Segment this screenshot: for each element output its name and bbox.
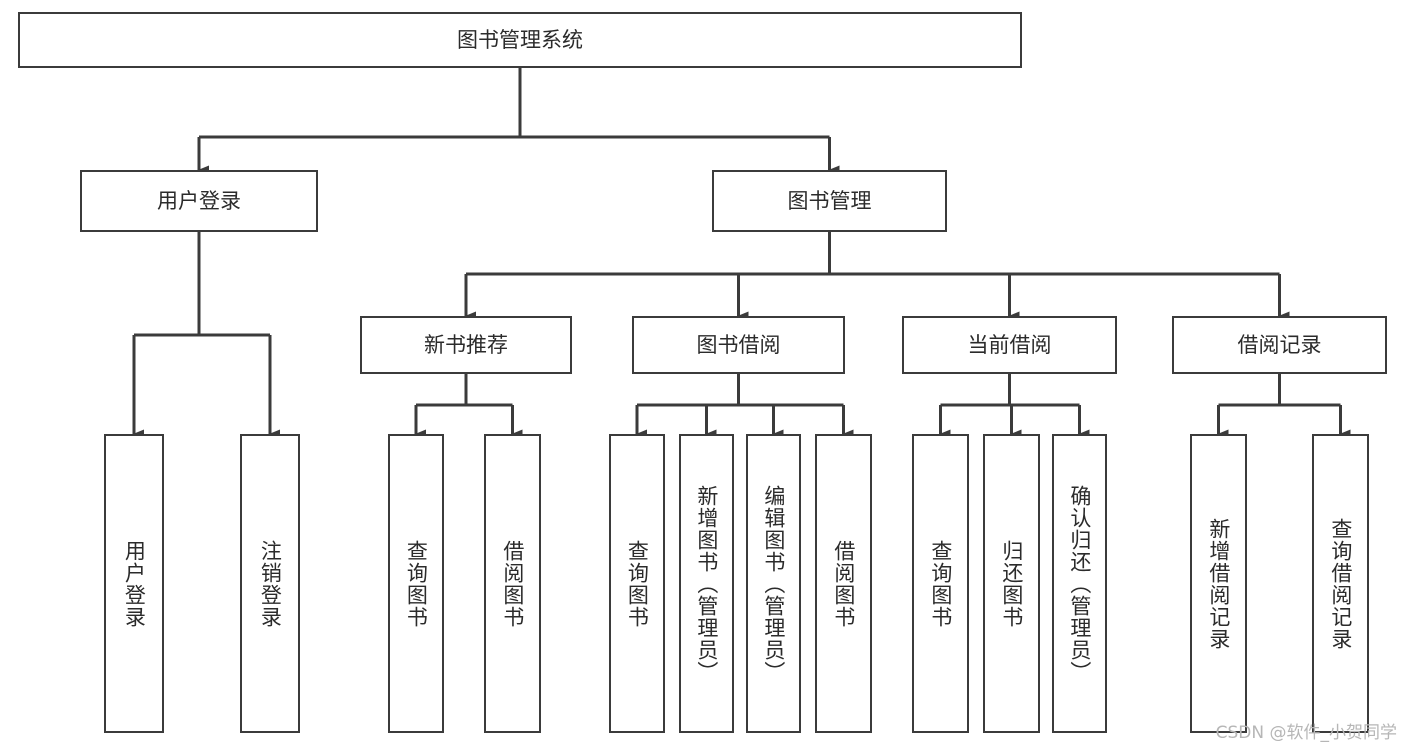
node-user-login[interactable]: 用户登录 — [80, 170, 318, 232]
leaf-confirm-return-admin[interactable]: 确认归还（管理员） — [1052, 434, 1107, 733]
node-root-system[interactable]: 图书管理系统 — [18, 12, 1022, 68]
leaf-query-borrow-record[interactable]: 查询借阅记录 — [1312, 434, 1369, 733]
node-label: 用户登录 — [122, 539, 147, 628]
node-label: 查询图书 — [625, 539, 650, 628]
node-label: 查询图书 — [404, 539, 429, 628]
node-book-management[interactable]: 图书管理 — [712, 170, 947, 232]
leaf-add-book-admin[interactable]: 新增图书（管理员） — [679, 434, 734, 733]
leaf-query-book-borrow[interactable]: 查询图书 — [609, 434, 665, 733]
node-label: 查询图书 — [928, 539, 953, 628]
node-label: 当前借阅 — [967, 332, 1052, 357]
leaf-add-borrow-record[interactable]: 新增借阅记录 — [1190, 434, 1247, 733]
node-label: 新增图书（管理员） — [694, 484, 719, 683]
node-label: 归还图书 — [999, 539, 1024, 628]
node-label: 注销登录 — [258, 539, 283, 628]
node-label: 用户登录 — [157, 188, 241, 213]
node-label: 借阅图书 — [831, 539, 856, 628]
node-new-book-recommend[interactable]: 新书推荐 — [360, 316, 572, 374]
node-label: 图书借阅 — [696, 332, 781, 357]
leaf-return-book[interactable]: 归还图书 — [983, 434, 1040, 733]
node-book-borrow[interactable]: 图书借阅 — [632, 316, 845, 374]
node-label: 编辑图书（管理员） — [761, 484, 786, 683]
node-borrow-record[interactable]: 借阅记录 — [1172, 316, 1387, 374]
leaf-borrow-book-recommend[interactable]: 借阅图书 — [484, 434, 541, 733]
leaf-query-book-recommend[interactable]: 查询图书 — [388, 434, 444, 733]
leaf-edit-book-admin[interactable]: 编辑图书（管理员） — [746, 434, 801, 733]
connector-lines — [132, 68, 1351, 439]
node-current-borrow[interactable]: 当前借阅 — [902, 316, 1117, 374]
leaf-logout-login[interactable]: 注销登录 — [240, 434, 300, 733]
leaf-query-book-current[interactable]: 查询图书 — [912, 434, 969, 733]
node-label: 借阅图书 — [500, 539, 525, 628]
node-label: 确认归还（管理员） — [1067, 484, 1092, 683]
leaf-user-login[interactable]: 用户登录 — [104, 434, 164, 733]
node-label: 图书管理 — [787, 188, 872, 213]
node-label: 查询借阅记录 — [1328, 517, 1353, 650]
node-label: 借阅记录 — [1237, 332, 1322, 357]
node-label: 图书管理系统 — [457, 27, 583, 52]
watermark-text: CSDN @软件_小贺同学 — [1215, 723, 1397, 743]
node-label: 新书推荐 — [424, 332, 508, 357]
node-label: 新增借阅记录 — [1206, 517, 1231, 650]
leaf-borrow-book[interactable]: 借阅图书 — [815, 434, 872, 733]
